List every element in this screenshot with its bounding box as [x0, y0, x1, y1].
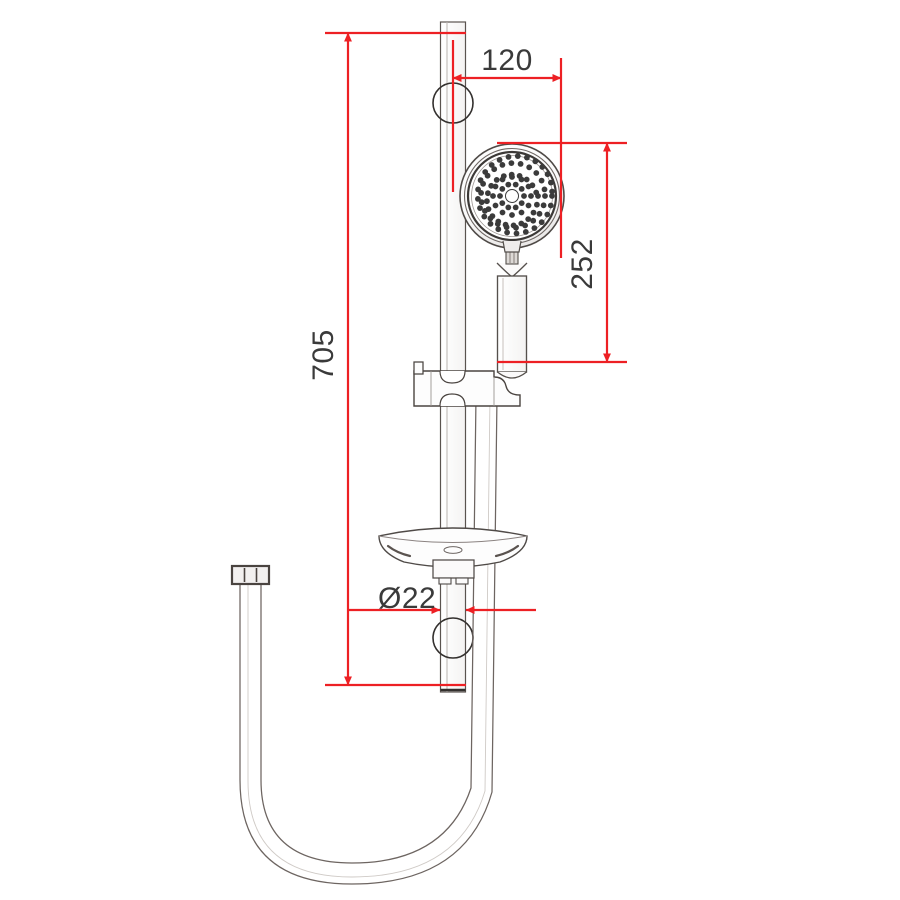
- soap-dish-bowl: [378, 527, 528, 568]
- slider-holder-body: [413, 370, 521, 407]
- dim-d22-label: Ø22: [378, 582, 436, 615]
- dimension-rail-diameter: Ø22: [347, 582, 536, 615]
- hose-highlight: [247, 395, 491, 878]
- handle-grip: [496, 275, 528, 373]
- dimension-head-to-holder: 252: [497, 141, 627, 364]
- soap-dish-rim-inner: [378, 535, 528, 543]
- shower-head-neck: [502, 240, 522, 253]
- slider-holder: [413, 361, 521, 407]
- handle-collar-flare: [496, 262, 528, 278]
- hand-shower-head: [459, 143, 565, 253]
- soap-dish-bracket-foot-left: [438, 577, 452, 585]
- shower-hose: [239, 395, 498, 885]
- soap-dish: [378, 527, 528, 585]
- hose-nut-body: [230, 564, 271, 586]
- soap-dish-bracket: [432, 559, 475, 579]
- hand-shower-handle: [496, 250, 528, 379]
- shower-head-center-hub: [505, 189, 519, 203]
- slider-holder-lever: [413, 361, 424, 375]
- soap-dish-bracket-foot-right: [455, 577, 469, 585]
- handle-bottom-taper: [497, 371, 527, 379]
- hose-outer-edge: [239, 395, 498, 885]
- slider-holder-rail-cutout-top: [439, 370, 466, 384]
- shower-head-nozzle-pattern: [475, 153, 555, 237]
- hose-inner-edge: [260, 395, 477, 864]
- soap-dish-groove-right: [494, 544, 520, 558]
- handle-ferrule: [505, 250, 519, 265]
- dimension-overall-height: 705: [307, 31, 466, 687]
- hose-nut: [230, 564, 271, 586]
- dim-705-label: 705: [307, 329, 340, 381]
- soap-dish-groove-left: [386, 544, 412, 558]
- dimension-head-offset: 120: [451, 40, 563, 258]
- slider-holder-rail-cutout-bottom: [439, 393, 466, 407]
- dim-252-label: 252: [566, 238, 599, 290]
- soap-dish-drain-hole: [443, 546, 463, 554]
- dim-120-label: 120: [481, 44, 533, 77]
